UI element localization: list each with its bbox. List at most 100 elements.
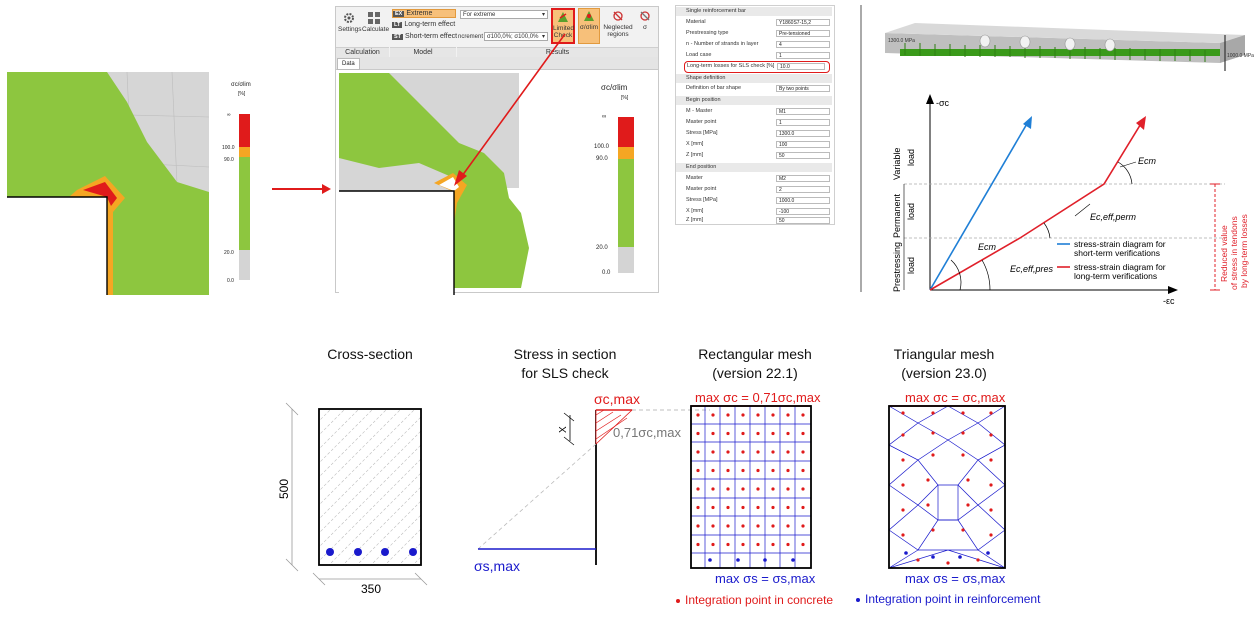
group-results: Results: [457, 47, 658, 57]
left-legend-tick-2: 90.0: [224, 157, 234, 163]
panel-row-b3: X [mm]100: [676, 140, 834, 149]
neglected-regions-icon: [613, 11, 623, 21]
main-result-panel: σc/σlim [%] ∞ 100.0 90.0 20.0 0.0: [335, 70, 659, 295]
concrete-integration-point: [696, 487, 700, 491]
concrete-integration-point: [976, 558, 980, 562]
ecm-top-label: Ecm: [1138, 156, 1157, 166]
extreme-combo[interactable]: For extreme▾: [460, 10, 548, 19]
concrete-integration-point: [786, 542, 790, 547]
ratio-label: 0,71σc,max: [613, 425, 681, 440]
sigma-button[interactable]: σ: [636, 9, 654, 31]
panel-header: Single reinforcement bar: [676, 7, 832, 16]
concrete-integration-point: [756, 431, 760, 436]
label-permanent-load: load: [906, 203, 916, 220]
tab-data[interactable]: Data: [337, 58, 360, 70]
concrete-integration-point: [756, 450, 760, 454]
group-model: Model: [390, 47, 456, 57]
stress-section-title-2: for SLS check: [521, 365, 609, 381]
tri-mesh-title-2: (version 23.0): [901, 365, 987, 381]
concrete-integration-point: [966, 503, 970, 507]
concrete-integration-point: [916, 558, 920, 562]
label-variable-load: load: [906, 149, 916, 166]
concrete-integration-point: [726, 468, 730, 473]
concrete-integration-point: [756, 505, 760, 510]
cross-section-height: 500: [277, 479, 291, 499]
rect-mesh-title-2: (version 22.1): [712, 365, 798, 381]
concrete-integration-point: [961, 411, 965, 415]
concrete-integration-point: [786, 413, 790, 417]
concrete-integration-point: [711, 413, 715, 417]
side-note-3: by long-term losses: [1239, 214, 1249, 288]
concrete-integration-point: [989, 458, 993, 462]
limited-check-icon: [558, 12, 568, 22]
concrete-integration-point: [786, 524, 790, 528]
concrete-integration-point: [801, 505, 805, 510]
reinforcement-legend-dot: [856, 597, 860, 602]
side-note-2: of stress in tendons: [1229, 216, 1239, 290]
neglected-regions-button[interactable]: Neglected regions: [603, 9, 633, 38]
concrete-integration-point: [961, 453, 965, 457]
sigma-c-max-label: σc,max: [594, 391, 640, 407]
concrete-integration-point: [771, 542, 775, 547]
concrete-integration-point: [771, 487, 775, 491]
main-legend-tick-3: 20.0: [596, 245, 608, 251]
calculator-icon: [368, 12, 380, 24]
divider: [860, 5, 862, 292]
panel-row-e3: X [mm]-100: [676, 207, 834, 216]
concrete-integration-point: [989, 483, 993, 487]
concrete-integration-point: [771, 431, 775, 436]
pointer-arrow: [454, 33, 566, 186]
left-legend-title: σc/σlim: [231, 82, 251, 88]
panel-end-header: End position: [676, 163, 832, 172]
panel-row-e4: Z [mm]50: [676, 216, 834, 225]
beam-3d-view: 1300.0 MPa 1000.0 MPa: [885, 23, 1254, 71]
tri-mesh-title-1: Triangular mesh: [893, 346, 995, 362]
concrete-integration-point: [801, 542, 805, 547]
calculate-label: Calculate: [362, 26, 390, 33]
concrete-integration-point: [711, 487, 715, 491]
increment-label: ncrement: [458, 34, 484, 40]
concrete-integration-point: [931, 431, 935, 435]
cross-section-width: 350: [361, 582, 381, 596]
main-legend-unit: [%]: [621, 95, 629, 101]
legend-short-2: short-term verifications: [1074, 248, 1160, 258]
concrete-integration-point: [961, 431, 965, 435]
reinforcement-legend-label: Integration point in reinforcement: [865, 592, 1041, 606]
increment-combo[interactable]: σ100,0%; σ100,0%▾: [484, 32, 548, 41]
side-note-1: Reduced value: [1219, 225, 1229, 282]
calculate-button[interactable]: Calculate: [362, 11, 390, 33]
cross-section-drawing: 500 350: [277, 402, 428, 596]
concrete-integration-point: [771, 413, 775, 417]
rect-mesh-bottom-label: max σs = σs,max: [715, 571, 816, 586]
concrete-legend: Integration point in concrete: [676, 593, 833, 607]
tri-mesh-top-label: max σc = σc,max: [905, 390, 1006, 405]
tab-strip: Data: [335, 57, 659, 70]
left-result-view: [6, 71, 210, 296]
legend-long-2: long-term verifications: [1074, 271, 1157, 281]
sigma-ratio-icon: [584, 11, 594, 21]
panel-row-losses: Long-term losses for SLS check [%]10.0: [684, 61, 830, 73]
rect-mesh-drawing: [690, 405, 812, 569]
left-stress-plot: [6, 71, 210, 296]
left-legend: σc/σlim [%] ∞ 100.0 90.0 20.0 0.0: [222, 82, 264, 292]
concrete-integration-point: [901, 433, 905, 437]
concrete-integration-point: [696, 505, 700, 510]
sigma-s-max-label: σs,max: [474, 558, 520, 574]
concrete-integration-point: [786, 431, 790, 436]
group-calculation: Calculation: [336, 47, 389, 57]
concrete-integration-point: [801, 487, 805, 491]
concrete-integration-point: [726, 524, 730, 528]
concrete-integration-point: [711, 450, 715, 454]
settings-button[interactable]: Settings: [338, 11, 362, 33]
concrete-integration-point: [696, 431, 700, 436]
sigma-ratio-button[interactable]: σ/σlim: [578, 8, 600, 44]
